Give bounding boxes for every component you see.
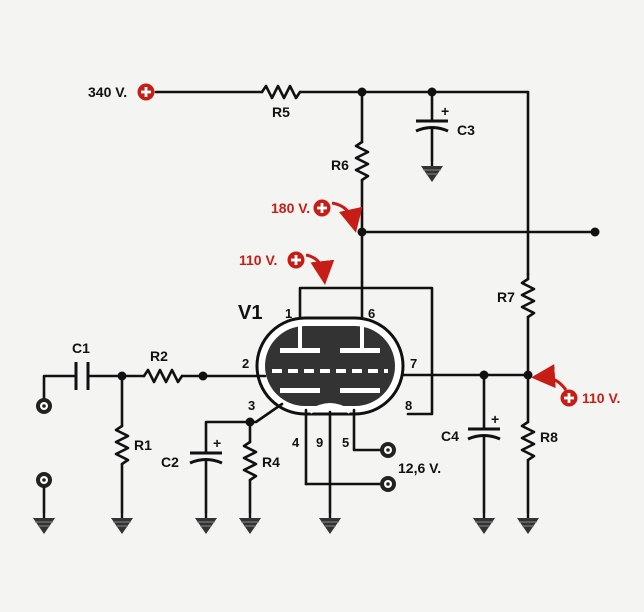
pin-8: 8 [405, 398, 412, 413]
c4-polarity: + [491, 411, 499, 427]
ground-icon [193, 510, 219, 536]
tube-v1 [255, 280, 434, 416]
r1-label: R1 [134, 437, 152, 453]
junction-dot [357, 227, 367, 237]
c1-label: C1 [72, 340, 90, 356]
heater-jack-icon [380, 476, 396, 492]
resistor-r7 [520, 272, 536, 377]
voltage-180: 180 V. [271, 200, 310, 216]
arrow-icon [531, 364, 568, 391]
supply-rail [154, 84, 530, 276]
r8-label: R8 [540, 429, 558, 445]
voltage-110-plate: 110 V. [239, 252, 277, 268]
output-terminal [590, 227, 600, 237]
plus-icon [313, 199, 331, 217]
r5-label: R5 [272, 104, 290, 120]
heater-wiring [304, 408, 384, 536]
junction-dot [427, 87, 437, 97]
ground-icon [471, 510, 497, 536]
voltage-110-output: 110 V. [582, 390, 620, 406]
junction-dot [479, 370, 489, 380]
ground-icon [419, 158, 445, 184]
r6-label: R6 [331, 157, 349, 173]
input-jack-icon [36, 398, 52, 414]
pin-5: 5 [342, 435, 349, 450]
arrow-icon [305, 253, 335, 285]
r4-label: R4 [262, 454, 280, 470]
pin-3: 3 [248, 398, 255, 413]
plus-icon [560, 389, 578, 407]
resistor-r1 [109, 374, 135, 536]
ground-icon [31, 510, 57, 536]
supply-plus-icon [137, 83, 155, 101]
capacitor-c3 [415, 90, 449, 184]
pin-7: 7 [410, 356, 417, 371]
ground-icon [237, 510, 263, 536]
c3-label: C3 [457, 122, 475, 138]
ground-jack-icon [36, 472, 52, 488]
junction-dot [523, 370, 533, 380]
pin-6: 6 [368, 306, 375, 321]
voltage-heater: 12,6 V. [398, 460, 441, 476]
arrow-icon [331, 201, 363, 233]
voltage-supply: 340 V. [88, 84, 127, 100]
resistor-r6 [354, 90, 370, 284]
c2-label: C2 [161, 454, 179, 470]
plus-icon [287, 251, 305, 269]
junction-dot [245, 417, 255, 427]
c3-polarity: + [441, 103, 449, 119]
pin-1: 1 [285, 306, 292, 321]
ground-icon [317, 510, 343, 536]
ground-icon [515, 510, 541, 536]
r2-label: R2 [150, 348, 168, 364]
c4-label: C4 [441, 428, 459, 444]
input-wiring [42, 362, 267, 400]
junction-dot [198, 371, 208, 381]
pin-4: 4 [292, 435, 300, 450]
r7-label: R7 [497, 289, 515, 305]
tube-label: V1 [238, 302, 262, 324]
c2-polarity: + [213, 435, 221, 451]
ground-icon [109, 510, 135, 536]
pin-9: 9 [316, 435, 323, 450]
output-wiring [401, 373, 541, 536]
pin-2: 2 [242, 356, 249, 371]
heater-jack-icon [380, 442, 396, 458]
